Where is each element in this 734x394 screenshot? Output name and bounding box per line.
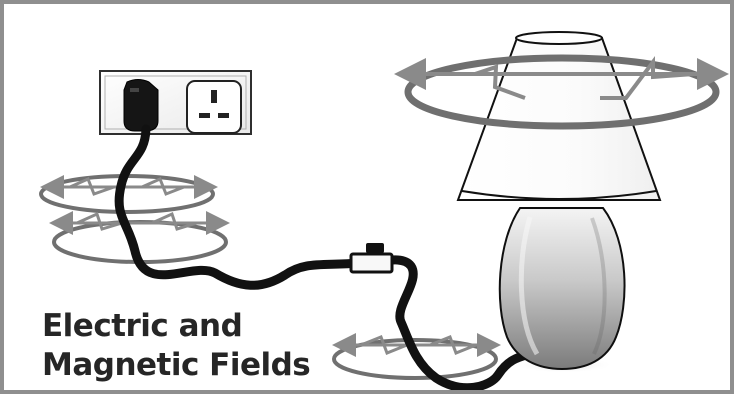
title-line-electric: Electric and: [42, 307, 352, 346]
title-line-magnetic: Magnetic Fields: [42, 346, 352, 385]
page-title: Electric and Magnetic Fields: [42, 307, 352, 385]
wall-socket-icon: [100, 71, 251, 134]
inline-switch-icon: [351, 243, 392, 272]
plug-icon: [124, 80, 158, 132]
